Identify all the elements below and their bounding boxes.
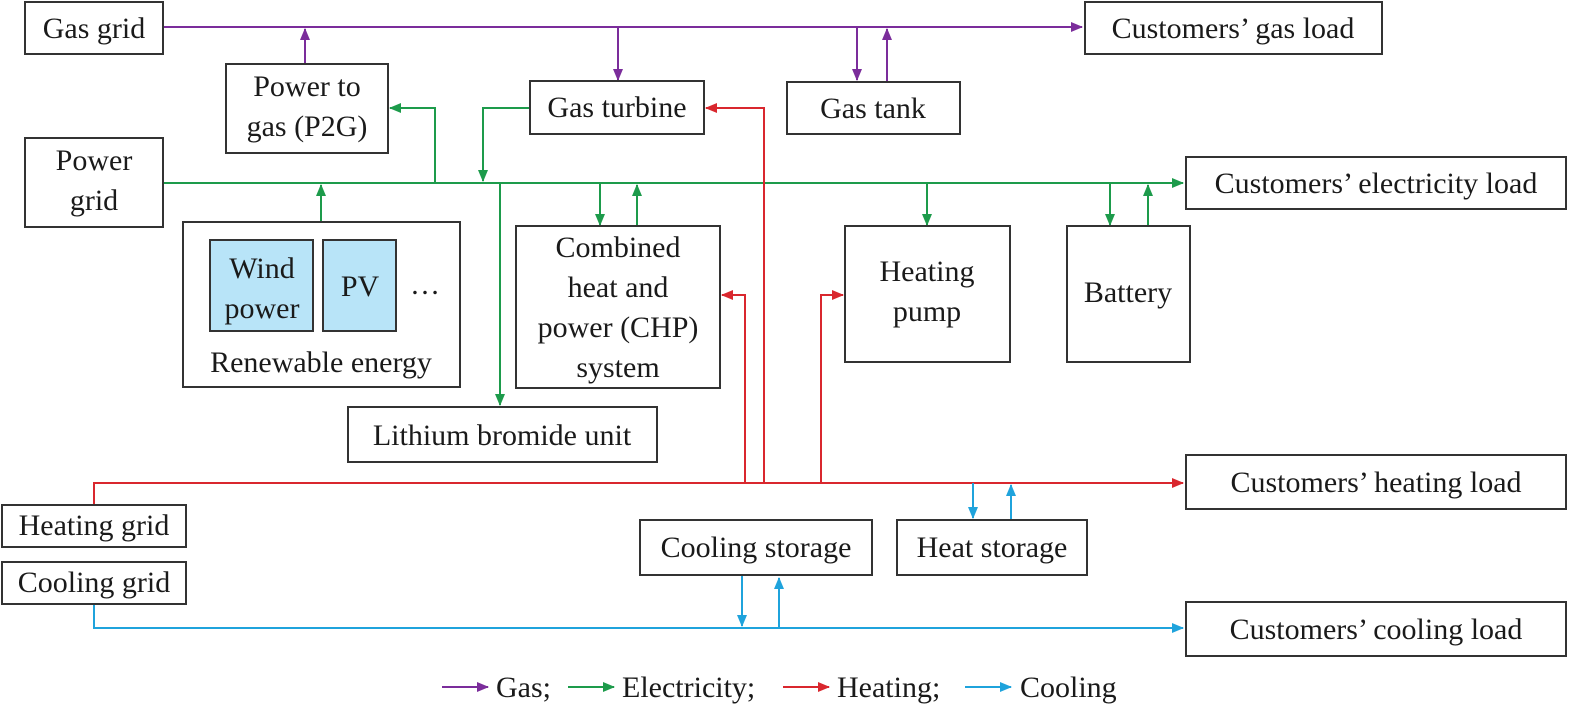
legend: Gas; Electricity; Heating; Cooling bbox=[442, 671, 1117, 704]
heat-storage-node: Heat storage bbox=[896, 519, 1088, 576]
customers-heating-load-node: Customers’ heating load bbox=[1185, 454, 1567, 510]
customers-heating-load-label: Customers’ heating load bbox=[1230, 466, 1521, 499]
heat-storage-label: Heat storage bbox=[917, 531, 1068, 564]
chp-label-line3: power (CHP) bbox=[538, 311, 699, 344]
cooling-storage-node: Cooling storage bbox=[639, 519, 873, 576]
turbine-to-elec-arrow bbox=[478, 107, 529, 182]
customers-gas-load-node: Customers’ gas load bbox=[1084, 1, 1383, 55]
chp-system-node: Combined heat and power (CHP) system bbox=[515, 225, 721, 389]
heat-to-gas-turbine-arrow bbox=[705, 103, 765, 483]
legend-cooling-label: Cooling bbox=[1020, 671, 1117, 704]
chp-label-line1: Combined bbox=[556, 231, 681, 264]
battery-label: Battery bbox=[1084, 276, 1172, 309]
customers-gas-load-label: Customers’ gas load bbox=[1112, 12, 1355, 45]
power-to-gas-label-line1: Power to bbox=[253, 70, 361, 103]
heating-main-line bbox=[93, 478, 1184, 504]
legend-gas-label: Gas; bbox=[496, 671, 551, 704]
heating-flows bbox=[93, 103, 1184, 504]
pv-box bbox=[322, 239, 397, 332]
power-to-gas-label-line2: gas (P2G) bbox=[247, 110, 368, 143]
lithium-bromide-unit-node: Lithium bromide unit bbox=[347, 406, 658, 463]
power-grid-label-line2: grid bbox=[70, 184, 118, 217]
gas-tank-label: Gas tank bbox=[820, 92, 926, 125]
lithium-bromide-unit-label: Lithium bromide unit bbox=[373, 419, 632, 452]
wind-power-label-line2: power bbox=[225, 292, 300, 325]
customers-electricity-load-node: Customers’ electricity load bbox=[1185, 156, 1567, 210]
heating-grid-node: Heating grid bbox=[1, 504, 187, 548]
renewable-energy-label: Renewable energy bbox=[210, 346, 432, 379]
power-to-gas-node: Power to gas (P2G) bbox=[225, 63, 389, 154]
wind-power-label-line1: Wind bbox=[229, 252, 294, 285]
chp-label-line2: heat and bbox=[568, 271, 669, 304]
gas-grid-node: Gas grid bbox=[24, 1, 164, 55]
customers-cooling-load-node: Customers’ cooling load bbox=[1185, 601, 1567, 657]
battery-node: Battery bbox=[1066, 225, 1191, 363]
cooling-flows bbox=[93, 483, 1184, 633]
cooling-storage-label: Cooling storage bbox=[661, 531, 852, 564]
renewable-energy-node: Wind power PV … Renewable energy bbox=[182, 221, 461, 388]
elec-to-p2g-arrow bbox=[389, 103, 436, 183]
heating-pump-node: Heating pump bbox=[844, 225, 1011, 363]
heat-to-heating-pump-arrow bbox=[820, 290, 844, 483]
wind-power-box bbox=[209, 239, 314, 332]
pv-label: PV bbox=[341, 270, 380, 303]
cooling-grid-label: Cooling grid bbox=[18, 566, 171, 599]
customers-cooling-load-label: Customers’ cooling load bbox=[1230, 613, 1523, 646]
gas-flows bbox=[163, 22, 1083, 81]
electricity-flows bbox=[163, 103, 1184, 406]
customers-electricity-load-label: Customers’ electricity load bbox=[1215, 167, 1538, 200]
renewable-ellipsis: … bbox=[410, 268, 440, 301]
cooling-main-line bbox=[93, 605, 1184, 633]
legend-electricity-label: Electricity; bbox=[622, 671, 755, 704]
gas-turbine-node: Gas turbine bbox=[529, 80, 705, 135]
heating-pump-label-line1: Heating bbox=[880, 255, 975, 288]
heating-pump-label-line2: pump bbox=[893, 295, 961, 328]
gas-grid-label: Gas grid bbox=[43, 12, 145, 45]
power-grid-label-line1: Power bbox=[56, 144, 133, 177]
gas-tank-node: Gas tank bbox=[786, 81, 961, 135]
cooling-grid-node: Cooling grid bbox=[1, 561, 187, 605]
heating-grid-label: Heating grid bbox=[19, 509, 170, 542]
power-grid-node: Power grid bbox=[24, 137, 164, 228]
legend-heating-label: Heating; bbox=[837, 671, 940, 704]
chp-label-line4: system bbox=[576, 351, 659, 384]
heat-to-chp-arrow bbox=[721, 290, 746, 483]
gas-turbine-label: Gas turbine bbox=[547, 91, 686, 124]
